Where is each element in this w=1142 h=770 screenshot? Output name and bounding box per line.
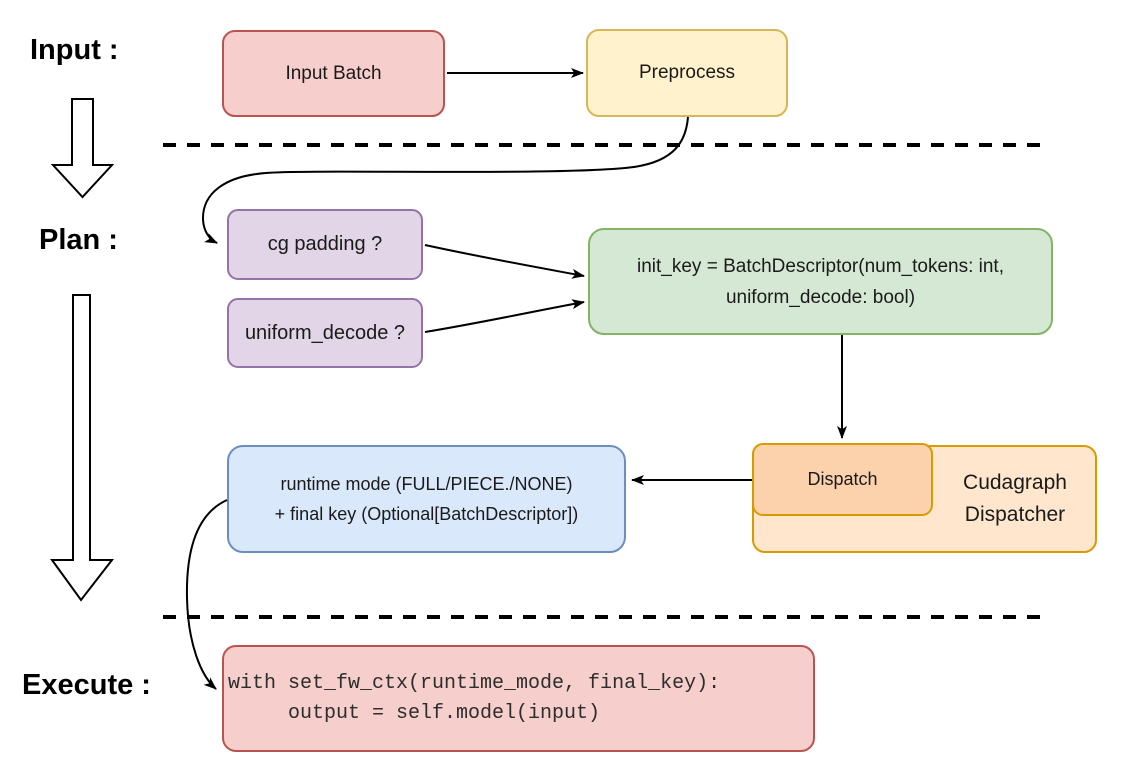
node-dispatch-label: Dispatch [807, 469, 878, 489]
node-preprocess: Preprocess [586, 29, 788, 117]
node-cg-padding: cg padding ? [227, 209, 423, 280]
node-init-key-line2: uniform_decode: bool) [725, 286, 916, 308]
execute-code-line2: output = self.model(input) [228, 701, 601, 725]
stage-arrow-input-to-plan [50, 98, 115, 199]
node-dispatch: Dispatch [752, 443, 933, 516]
stage-arrow-plan-to-execute [50, 294, 115, 602]
node-preprocess-label: Preprocess [638, 62, 736, 83]
cudagraph-label-line2: Dispatcher [964, 503, 1066, 526]
node-cudagraph-dispatcher-label: Cudagraph Dispatcher [933, 445, 1097, 553]
stage-label-execute: Execute : [22, 669, 151, 701]
arrow-cg-padding-to-init-key [424, 244, 585, 279]
node-init-key: init_key = BatchDescriptor(num_tokens: i… [588, 228, 1053, 335]
node-input-batch: Input Batch [222, 30, 445, 117]
node-cg-padding-label: cg padding ? [267, 233, 383, 255]
node-uniform-decode-label: uniform_decode ? [244, 321, 406, 344]
stage-label-input: Input : [30, 34, 119, 66]
arrow-runtime-to-execute-code [185, 499, 228, 690]
arrow-uniform-decode-to-init-key [424, 299, 585, 333]
cudagraph-label-line1: Cudagraph [963, 471, 1067, 494]
node-runtime-line1: runtime mode (FULL/PIECE./NONE) [280, 474, 573, 494]
node-runtime-line2: + final key (Optional[BatchDescriptor]) [274, 504, 579, 524]
node-init-key-line1: init_key = BatchDescriptor(num_tokens: i… [637, 255, 1004, 277]
node-uniform-decode: uniform_decode ? [227, 298, 423, 368]
stage-label-plan: Plan : [39, 224, 118, 256]
node-input-batch-label: Input Batch [285, 62, 382, 84]
execute-code-line1: with set_fw_ctx(runtime_mode, final_key)… [228, 671, 721, 695]
node-execute-code: with set_fw_ctx(runtime_mode, final_key)… [222, 645, 815, 752]
node-runtime-result: runtime mode (FULL/PIECE./NONE) + final … [227, 445, 626, 553]
